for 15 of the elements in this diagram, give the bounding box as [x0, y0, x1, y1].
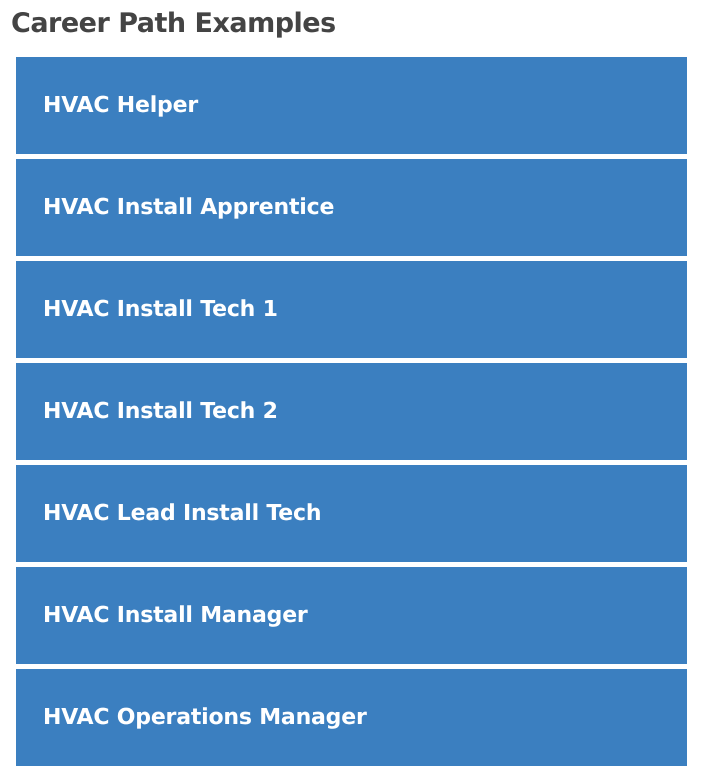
- step-label: HVAC Operations Manager: [43, 705, 367, 730]
- career-step-box: [16, 261, 687, 358]
- step-label: HVAC Install Tech 1: [43, 297, 278, 322]
- career-step-box: [16, 159, 687, 256]
- career-step-box: [16, 465, 687, 562]
- step-label: HVAC Install Apprentice: [43, 195, 334, 220]
- step-label: HVAC Install Tech 2: [43, 399, 278, 424]
- step-label: HVAC Helper: [43, 93, 198, 118]
- step-label: HVAC Install Manager: [43, 603, 308, 628]
- career-step-box: [16, 363, 687, 460]
- step-label: HVAC Lead Install Tech: [43, 501, 322, 526]
- career-step-box: [16, 57, 687, 154]
- diagram-title: Career Path Examples: [11, 8, 336, 39]
- career-step-box: [16, 669, 687, 766]
- career-step-box: [16, 567, 687, 664]
